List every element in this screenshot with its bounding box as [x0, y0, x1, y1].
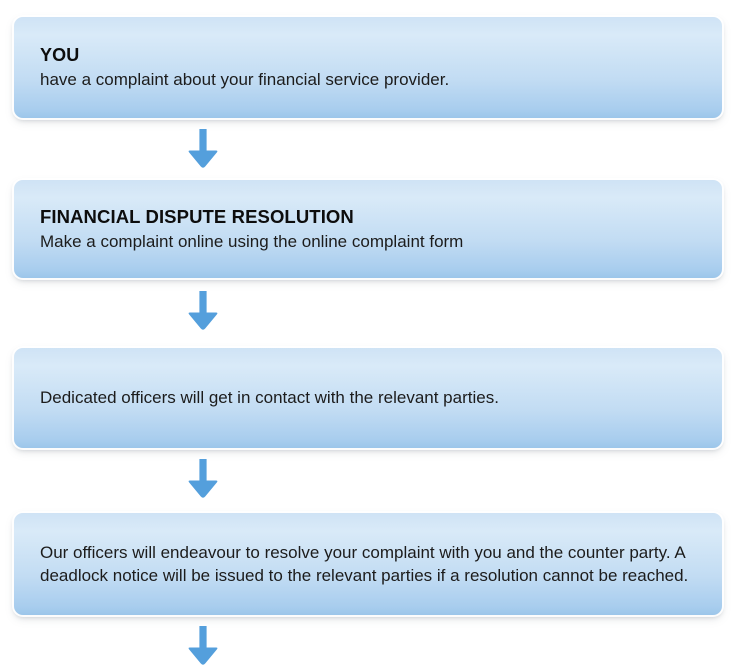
- arrow-down-icon: [186, 291, 220, 331]
- flow-step-title: YOU: [40, 45, 80, 66]
- flow-step-resolution-deadlock: Our officers will endeavour to resolve y…: [14, 513, 722, 615]
- flow-step-dedicated-officers: Dedicated officers will get in contact w…: [14, 348, 722, 448]
- arrow-down-icon: [186, 129, 220, 169]
- flow-step-title: FINANCIAL DISPUTE RESOLUTION: [40, 206, 354, 228]
- flow-step-you: YOU have a complaint about your financia…: [14, 17, 722, 118]
- flow-step-text: Our officers will endeavour to resolve y…: [40, 542, 689, 585]
- flow-step-text: Make a complaint online using the online…: [40, 232, 464, 252]
- flow-step-financial-dispute-resolution: FINANCIAL DISPUTE RESOLUTION Make a comp…: [14, 180, 722, 278]
- flow-step-text: have a complaint about your financial se…: [40, 70, 450, 90]
- arrow-down-icon: [186, 459, 220, 499]
- flow-step-text: Dedicated officers will get in contact w…: [40, 388, 499, 408]
- arrow-down-icon: [186, 626, 220, 672]
